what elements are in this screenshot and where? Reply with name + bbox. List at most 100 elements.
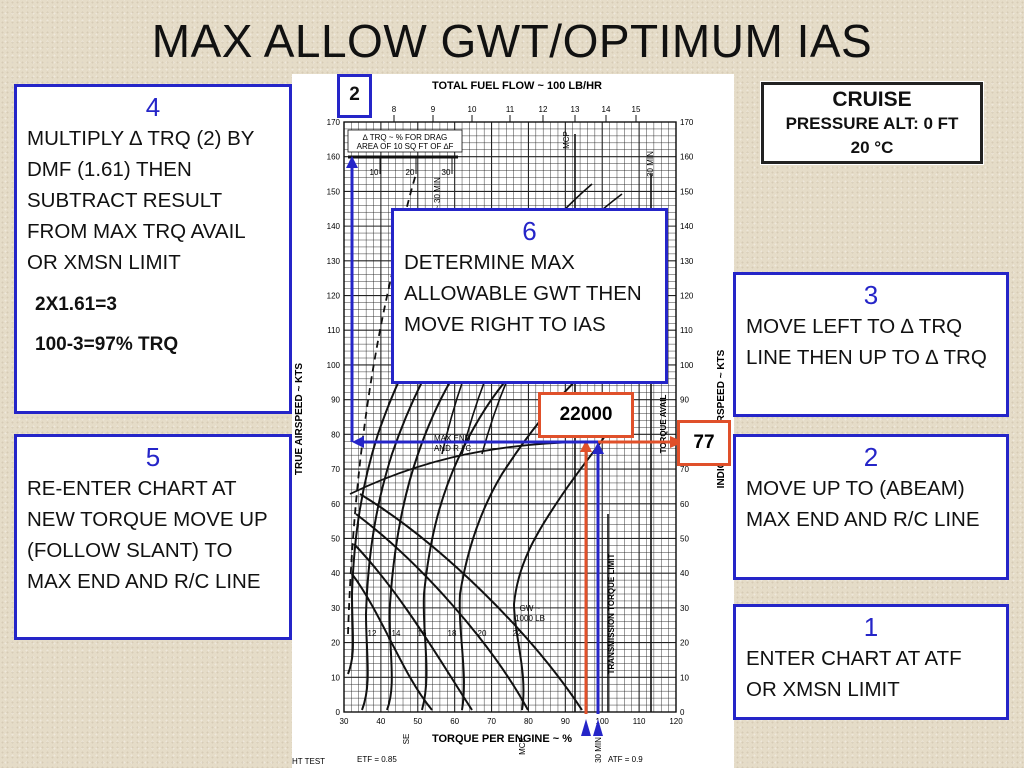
y-tick-right: 40	[680, 569, 689, 578]
blue-arrow-head-up	[592, 442, 604, 454]
gwt-value: 22000	[559, 404, 613, 425]
gw-tick: 16	[418, 629, 427, 638]
mcp-top-label: MCP	[562, 131, 571, 149]
delta-trq-callout: 2	[337, 74, 372, 118]
gwt-callout: 22000	[538, 392, 634, 438]
y-tick-left: 60	[331, 500, 340, 509]
fuel-flow-title: TOTAL FUEL FLOW ~ 100 LB/HR	[432, 80, 602, 92]
fuel-tick: 8	[392, 105, 397, 114]
y-tick-right: 170	[680, 118, 694, 127]
fuel-tick: 11	[506, 105, 515, 114]
gw-label-2: 1000 LB	[515, 614, 545, 623]
y-tick-left: 100	[327, 361, 341, 370]
cruise-heading: CRUISE	[832, 88, 912, 111]
se30-label: SE ~ 30 MIN	[433, 177, 442, 223]
etf-label: ETF = 0.85	[357, 755, 397, 764]
step-4-calc-1: 2X1.61=3	[35, 294, 117, 315]
step-4-number: 4	[145, 92, 161, 122]
step-1-text: ENTER CHART AT ATF OR XMSN LIMIT	[746, 647, 962, 701]
gw-tick: 12	[368, 629, 377, 638]
lower-curve	[355, 513, 529, 711]
right-axis-label: INDICATED AIRSPEED ~ KTS	[716, 349, 727, 488]
torque-avail-label: TORQUE AVAIL	[659, 394, 668, 453]
x-tick: 60	[450, 717, 459, 726]
y-tick-left: 150	[327, 187, 341, 196]
y-tick-left: 10	[331, 673, 340, 682]
lower-curve	[351, 573, 433, 711]
x-tick: 120	[669, 717, 683, 726]
gw-curve	[512, 423, 613, 711]
step-4-box: 4 MULTIPLY ∆ TRQ (2) BY DMF (1.61) THEN …	[14, 84, 292, 414]
y-tick-left: 160	[327, 153, 341, 162]
step-6-text: DETERMINE MAX ALLOWABLE GWT THEN MOVE RI…	[404, 251, 642, 336]
cruise-temp: 20 °C	[850, 138, 894, 157]
cruise-pressure-alt: PRESSURE ALT: 0 FT	[785, 114, 959, 133]
max-end-rc-line	[349, 441, 583, 495]
blue-arrow-head-left	[352, 436, 364, 448]
y-tick-left: 30	[331, 604, 340, 613]
chart-background	[292, 74, 734, 768]
step-5-number: 5	[145, 442, 161, 472]
gw-tick: 20	[478, 629, 487, 638]
y-tick-right: 30	[680, 604, 689, 613]
blue-entry-arrow-1	[581, 719, 591, 736]
fuel-tick: 12	[539, 105, 548, 114]
y-tick-right: 60	[680, 500, 689, 509]
se-limit-curve	[347, 173, 417, 635]
y-left-ticks: 0102030405060708090100110120130140150160…	[327, 118, 341, 717]
gw-tick: 14	[392, 629, 401, 638]
y-tick-left: 70	[331, 465, 340, 474]
step-2-number: 2	[863, 442, 879, 472]
min30-bottom-label: 30 MIN	[594, 737, 603, 763]
step-4-calc-2: 100-3=97% TRQ	[35, 334, 179, 355]
y-tick-left: 170	[327, 118, 341, 127]
x-axis-label: TORQUE PER ENGINE ~ %	[432, 733, 572, 745]
ias-callout: 77	[677, 420, 731, 466]
x-tick: 70	[487, 717, 496, 726]
flight-test-label: HT TEST	[292, 757, 325, 766]
lower-curve	[359, 493, 583, 711]
y-tick-left: 110	[327, 326, 340, 335]
fuel-tick: 9	[431, 105, 436, 114]
y-tick-left: 120	[327, 292, 341, 301]
atf-label: ATF = 0.9	[608, 755, 643, 764]
x-tick: 110	[633, 717, 646, 726]
min30-top-label: 30 MIN	[646, 151, 655, 177]
x-tick: 100	[596, 717, 610, 726]
drag-legend-box	[347, 129, 463, 153]
step-3-box: 3 MOVE LEFT TO ∆ TRQ LINE THEN UP TO ∆ T…	[733, 272, 1009, 417]
y-tick-left: 20	[331, 639, 340, 648]
blue-route-arrows	[350, 166, 600, 714]
drag-label-line1: ∆ TRQ ~ % FOR DRAG	[363, 133, 448, 142]
y-tick-right: 0	[680, 708, 685, 717]
y-tick-right: 150	[680, 187, 694, 196]
gw-tick: 22	[513, 629, 522, 638]
y-tick-right: 110	[680, 326, 693, 335]
fuel-tick: 15	[632, 105, 641, 114]
y-tick-right: 140	[680, 222, 694, 231]
y-tick-right: 20	[680, 639, 689, 648]
y-tick-right: 100	[680, 361, 694, 370]
step-2-box: 2 MOVE UP TO (ABEAM) MAX END AND R/C LIN…	[733, 434, 1009, 580]
max-end-label-2: AND R / C	[434, 444, 472, 453]
drag-tick: 20	[406, 168, 415, 177]
lower-curve	[353, 543, 473, 711]
step-3-text: MOVE LEFT TO ∆ TRQ LINE THEN UP TO ∆ TRQ	[746, 315, 987, 369]
drag-label-line2: AREA OF 10 SQ FT OF ∆F	[357, 142, 454, 151]
red-route-arrows	[584, 440, 672, 714]
y-tick-left: 40	[331, 569, 340, 578]
x-tick: 40	[376, 717, 385, 726]
fuel-tick: 14	[602, 105, 611, 114]
fuel-tick: 13	[571, 105, 580, 114]
blue-arrow-head-delta	[346, 156, 358, 168]
x-tick: 50	[413, 717, 422, 726]
gw-label-1: GW ~	[520, 604, 541, 613]
y-tick-right: 50	[680, 534, 689, 543]
x-tick: 90	[561, 717, 570, 726]
y-tick-right: 160	[680, 153, 694, 162]
step-6-number: 6	[522, 216, 537, 246]
drag-tick: 30	[442, 168, 451, 177]
gw-tick: 18	[448, 629, 457, 638]
